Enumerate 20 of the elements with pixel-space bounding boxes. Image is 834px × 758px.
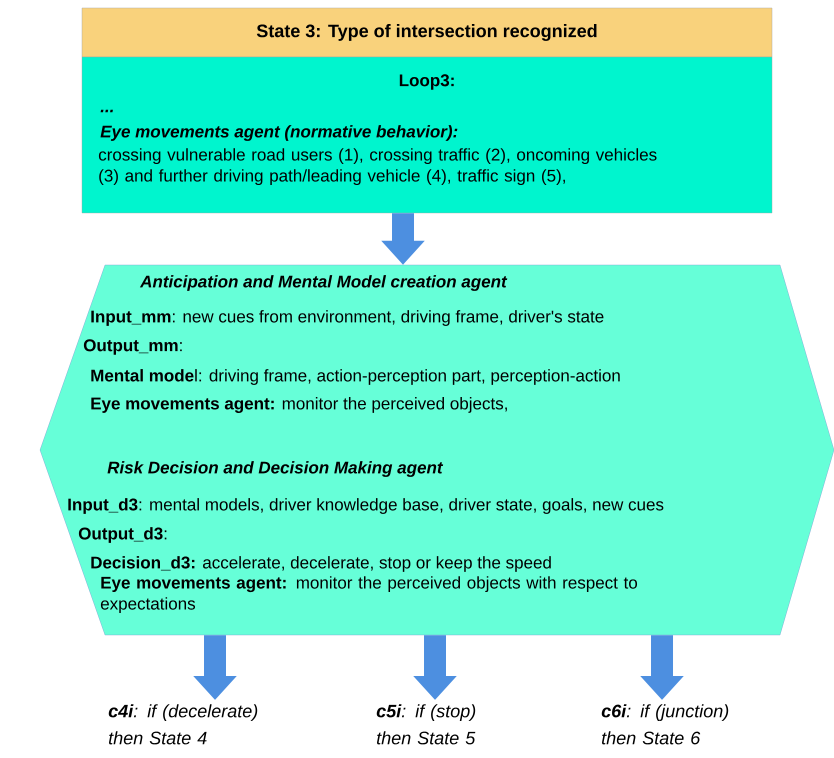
text-line: Output_mm: bbox=[84, 339, 182, 355]
text-line: Eye movements agent: monitor the perceived objects, bbox=[91, 397, 507, 413]
transition-condition: c4i: if (decelerate) then State 4 bbox=[108, 704, 258, 744]
title-box: State 3: Type of intersection recognized bbox=[82, 8, 772, 58]
ellipsis-text: ... bbox=[100, 110, 113, 112]
text-line: Mental model: driving frame, action-perception part, perception-action bbox=[91, 369, 620, 385]
body-text: crossing vulnerable road users (1), crossing traffic (2), oncoming vehicles (3) and further driving path/leading vehicle (4), traffic sign (5), bbox=[98, 148, 657, 186]
agent-heading: Eye movements agent (normative behavior): bbox=[100, 125, 458, 141]
transition-condition: c6i: if (junction) then State 6 bbox=[602, 704, 728, 744]
text-line: Input_d3: mental models, driver knowledge base, driver state, goals, new cues bbox=[68, 498, 664, 514]
text-line: Output_d3: bbox=[78, 527, 166, 543]
section-heading: Anticipation and Mental Model creation agent bbox=[140, 275, 508, 291]
hexagon-panel bbox=[40, 264, 834, 636]
text-line: Eye movements agent: monitor the perceived objects with respect to expectations bbox=[100, 576, 638, 614]
box-heading: Loop3: bbox=[400, 74, 454, 90]
section-heading: Risk Decision and Decision Making agent bbox=[108, 461, 444, 477]
state-box bbox=[82, 56, 772, 214]
text-line: Input_mm: new cues from environment, driving frame, driver's state bbox=[91, 310, 604, 326]
transition-condition: c5i: if (stop) then State 5 bbox=[376, 704, 476, 744]
text-line: Decision_d3: accelerate, decelerate, stop or keep the speed bbox=[91, 556, 551, 572]
